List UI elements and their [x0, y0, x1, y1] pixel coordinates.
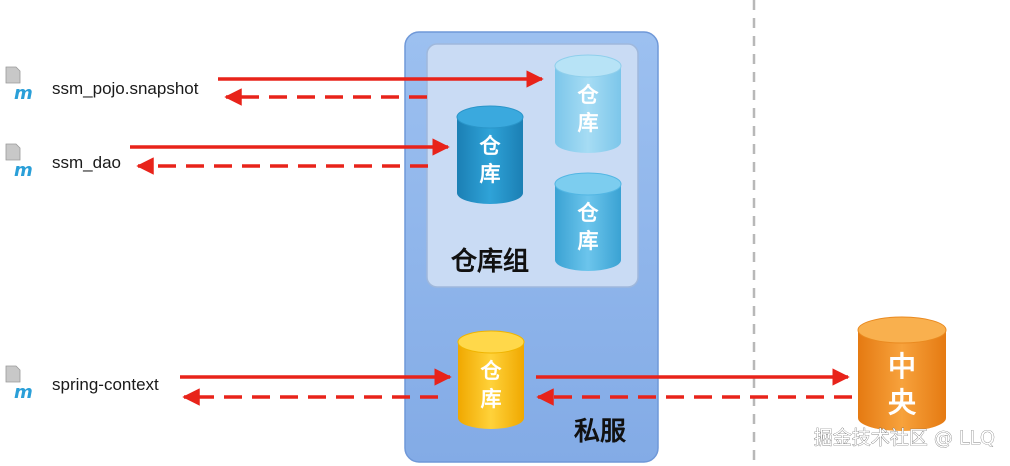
svg-text:仓: 仓 [480, 359, 503, 383]
svg-text:m: m [14, 160, 33, 181]
module-label: ssm_dao [52, 153, 121, 172]
private-repository-cylinder: 仓 库 [457, 330, 525, 429]
svg-text:仓: 仓 [577, 201, 600, 225]
maven-module-icon: m [5, 143, 33, 181]
repository-cylinder-top-right: 仓 库 [554, 54, 622, 153]
repository-cylinder-bottom-right: 仓 库 [554, 172, 622, 271]
module-ssm-pojo-snapshot: m ssm_pojo.snapshot [5, 66, 199, 104]
module-ssm-dao: m ssm_dao [5, 143, 121, 181]
svg-text:仓: 仓 [479, 134, 502, 158]
svg-text:m: m [14, 382, 33, 403]
svg-text:仓: 仓 [577, 83, 600, 107]
svg-text:库: 库 [481, 387, 502, 411]
module-label: ssm_pojo.snapshot [52, 79, 199, 98]
module-spring-context: m spring-context [5, 365, 159, 403]
svg-text:库: 库 [578, 229, 599, 253]
group-label: 仓库组 [450, 246, 529, 277]
central-repository-cylinder: 中 央 [857, 316, 947, 431]
repository-cylinder-middle: 仓 库 [456, 105, 524, 204]
svg-text:库: 库 [578, 111, 599, 135]
watermark: 掘金技术社区 @ LLQ [814, 427, 995, 449]
svg-text:m: m [14, 83, 33, 104]
svg-text:央: 央 [888, 386, 917, 419]
svg-text:中: 中 [888, 350, 916, 383]
private-server-label: 私服 [574, 417, 627, 447]
maven-module-icon: m [5, 66, 33, 104]
svg-text:库: 库 [480, 162, 501, 186]
maven-module-icon: m [5, 365, 33, 403]
module-label: spring-context [52, 375, 159, 394]
